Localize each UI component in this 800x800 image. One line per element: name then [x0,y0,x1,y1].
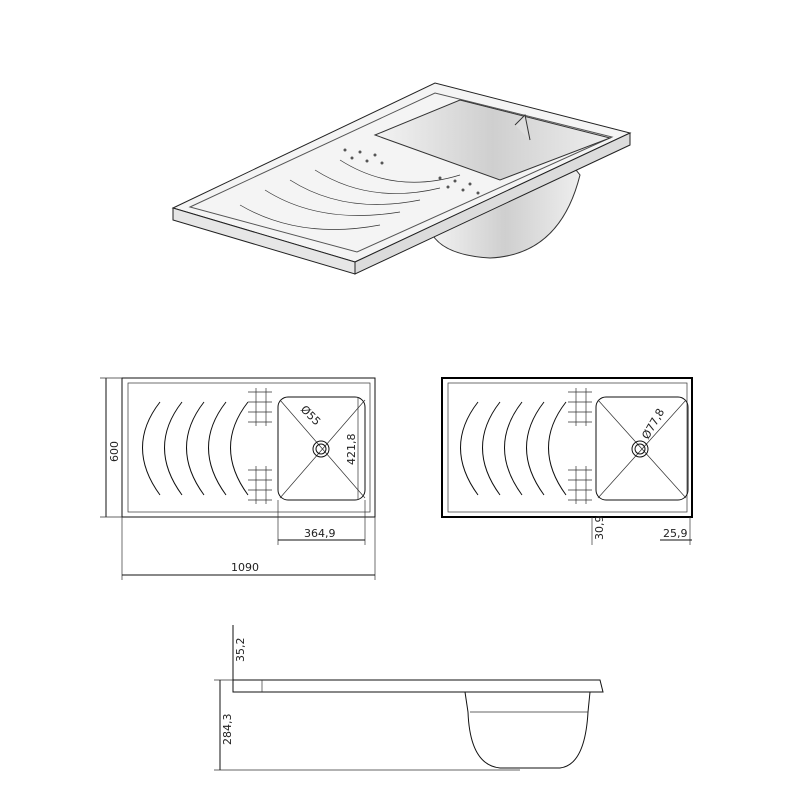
plan-view-left: 421,8 Ø55 600 1090 364,9 [100,377,376,580]
dim-offset-right: 25,9 [663,527,688,540]
grooves [142,401,249,496]
grooves [460,401,567,496]
dim-depth-total: 600 [108,441,121,462]
hole-pattern [248,388,272,504]
drainboard-grooves [239,159,461,230]
dim-drain-right: Ø77,8 [639,406,667,441]
dim-basin-depth: 421,8 [345,434,358,466]
dim-total-height: 284,3 [221,714,234,746]
isometric-view [171,82,632,275]
dim-drain-left: Ø55 [298,403,323,428]
dim-rim-height: 35,2 [234,638,247,663]
dim-basin-width: 364,9 [304,527,336,540]
drain-holes [343,148,480,195]
hole-pattern [568,388,592,504]
dim-offset-left: 30,9 [593,516,606,541]
dim-width-total: 1090 [231,561,259,574]
side-view: 284,3 35,2 [214,625,604,771]
plan-view-right: Ø77,8 30,9 25,9 [441,377,693,545]
